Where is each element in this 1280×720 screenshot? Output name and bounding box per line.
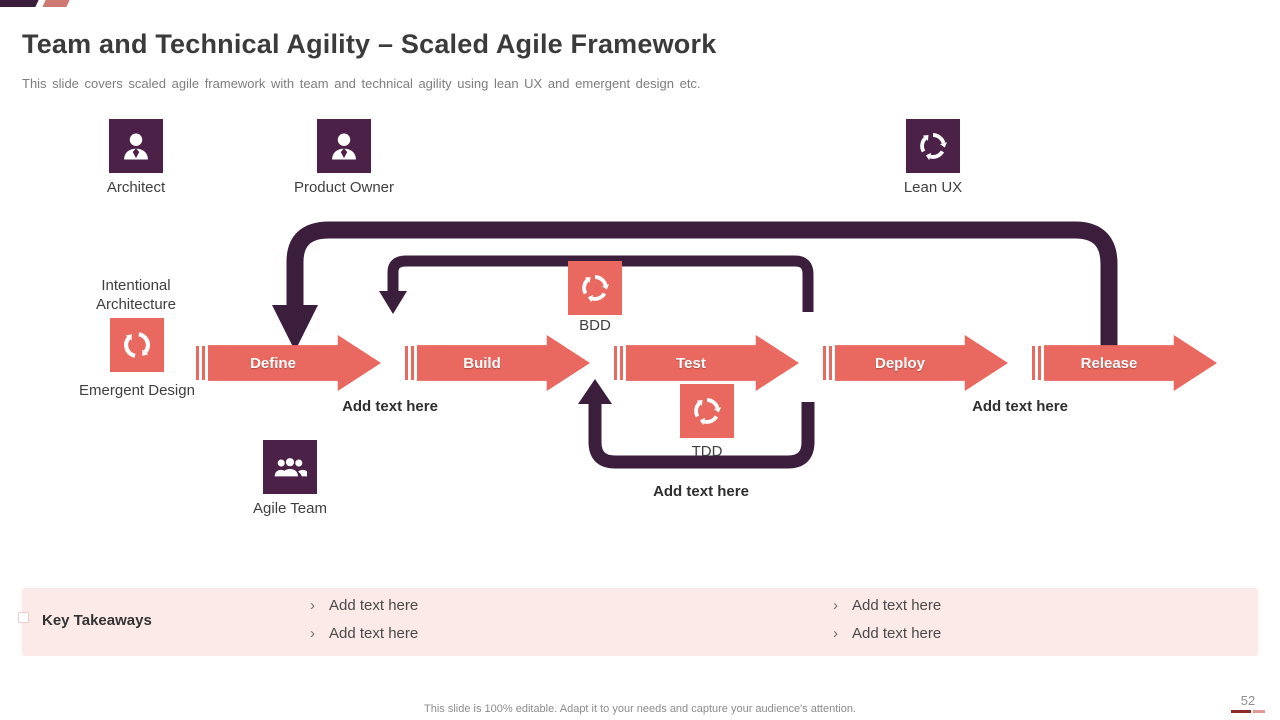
- placeholder-under-loop: Add text here: [653, 483, 749, 500]
- takeaway-bullet: › Add text here: [310, 625, 418, 642]
- stripe-decoration: [823, 346, 826, 380]
- group-icon: [273, 450, 307, 484]
- key-takeaways-title: Key Takeaways: [42, 612, 152, 629]
- stage-arrow-release: Release: [1032, 335, 1217, 391]
- stage-arrow-build: Build: [405, 335, 590, 391]
- stage-arrow-test: Test: [614, 335, 799, 391]
- page-number-dash-light: [1253, 710, 1265, 713]
- stripe-decoration: [614, 346, 617, 380]
- intentional-architecture-label: Intentional Architecture: [95, 277, 177, 313]
- product-owner-icon-box: [317, 119, 371, 173]
- product-owner-label: Product Owner: [293, 179, 395, 196]
- stripe-decoration: [202, 346, 205, 380]
- takeaway-text: Add text here: [852, 597, 942, 614]
- architect-icon-box: [109, 119, 163, 173]
- stage-label: Define: [250, 354, 296, 372]
- stripe-decoration: [196, 346, 199, 380]
- recycle-arrows-icon: [690, 394, 724, 428]
- tdd-label: TDD: [691, 443, 723, 460]
- takeaway-text: Add text here: [329, 625, 419, 642]
- outer-loop-arrowhead-down-icon: [272, 305, 318, 351]
- lean-ux-icon-box: [906, 119, 960, 173]
- panel-marker-decoration: [18, 612, 29, 623]
- agile-team-label: Agile Team: [253, 500, 327, 517]
- stripe-decoration: [411, 346, 414, 380]
- bottom-loop-arrowhead-up-icon: [578, 379, 612, 404]
- page-number: 52: [1240, 693, 1256, 708]
- tdd-icon-box: [680, 384, 734, 438]
- chevron-bullet-icon: ›: [310, 625, 315, 642]
- takeaway-bullet: › Add text here: [310, 597, 418, 614]
- chevron-bullet-icon: ›: [833, 597, 838, 614]
- takeaway-text: Add text here: [852, 625, 942, 642]
- stage-arrow-deploy: Deploy: [823, 335, 1008, 391]
- page-subtitle: This slide covers scaled agile framework…: [22, 76, 701, 91]
- stage-arrow-define: Define: [196, 335, 381, 391]
- stripe-decoration: [1038, 346, 1041, 380]
- architect-label: Architect: [106, 179, 166, 196]
- cycle-arrows-icon: [578, 271, 612, 305]
- inner-loop-arrowhead-down-icon: [379, 291, 407, 314]
- bottom-feedback-loop-line: [588, 402, 815, 469]
- page-number-block: 52: [1228, 693, 1268, 713]
- stripe-decoration: [405, 346, 408, 380]
- takeaway-text: Add text here: [329, 597, 419, 614]
- takeaway-bullet: › Add text here: [833, 597, 941, 614]
- outer-feedback-loop-line: [286, 221, 1118, 351]
- page-title: Team and Technical Agility – Scaled Agil…: [22, 29, 717, 59]
- agile-team-icon-box: [263, 440, 317, 494]
- emergent-design-icon-box: [110, 318, 164, 372]
- lean-ux-label: Lean UX: [903, 179, 963, 196]
- stage-label: Build: [463, 354, 501, 372]
- placeholder-under-define: Add text here: [342, 398, 438, 415]
- stage-label: Test: [676, 354, 706, 372]
- footer-note: This slide is 100% editable. Adapt it to…: [424, 703, 856, 715]
- placeholder-under-deploy: Add text here: [972, 398, 1068, 415]
- bdd-label: BDD: [579, 317, 611, 334]
- stage-label: Deploy: [874, 354, 925, 372]
- emergent-design-label: Emergent Design: [79, 382, 195, 399]
- takeaway-bullet: › Add text here: [833, 625, 941, 642]
- sync-arrows-icon: [120, 328, 154, 362]
- stripe-decoration: [620, 346, 623, 380]
- key-takeaways-panel: Key Takeaways › Add text here › Add text…: [18, 588, 1258, 656]
- stripe-decoration: [829, 346, 832, 380]
- page-number-dash-dark: [1231, 710, 1251, 713]
- chevron-bullet-icon: ›: [833, 625, 838, 642]
- bdd-icon-box: [568, 261, 622, 315]
- stage-label: Release: [1080, 354, 1138, 372]
- chevron-bullet-icon: ›: [310, 597, 315, 614]
- stripe-decoration: [1032, 346, 1035, 380]
